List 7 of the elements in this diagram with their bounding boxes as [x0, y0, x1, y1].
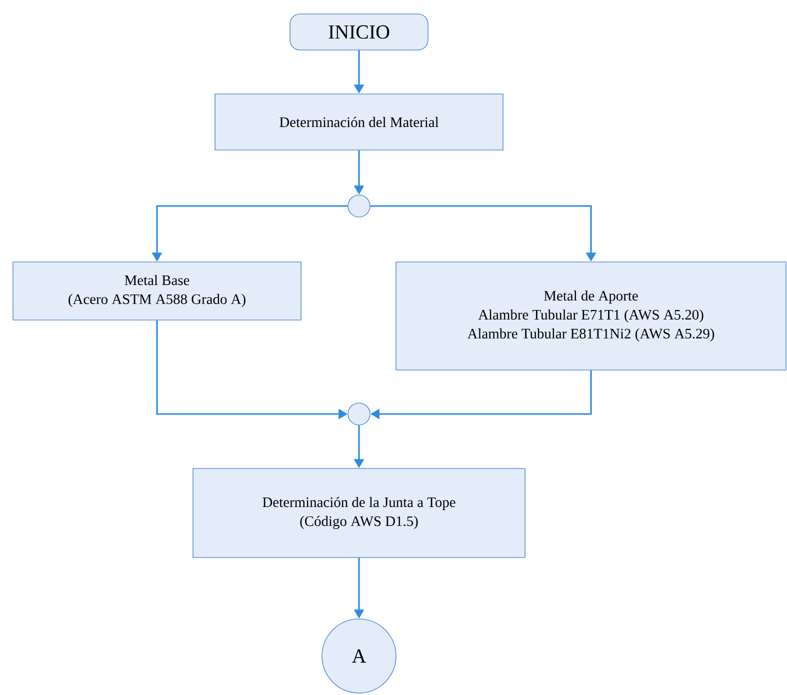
connector-circle — [348, 194, 370, 218]
connector-circle — [348, 402, 370, 426]
process-box: Metal Base (Acero ASTM A588 Grado A) — [12, 262, 302, 320]
process-box: Metal de Aporte Alambre Tubular E71T1 (AWS A5.20) Alambre Tubular E81T1Ni2 (AWS A5.29) — [396, 262, 786, 370]
process-box: Determinación de la Junta a Tope (Código AWS D1.5) — [192, 468, 526, 558]
terminal-box: INICIO — [290, 14, 428, 50]
process-box: Determinación del Material — [214, 94, 504, 150]
